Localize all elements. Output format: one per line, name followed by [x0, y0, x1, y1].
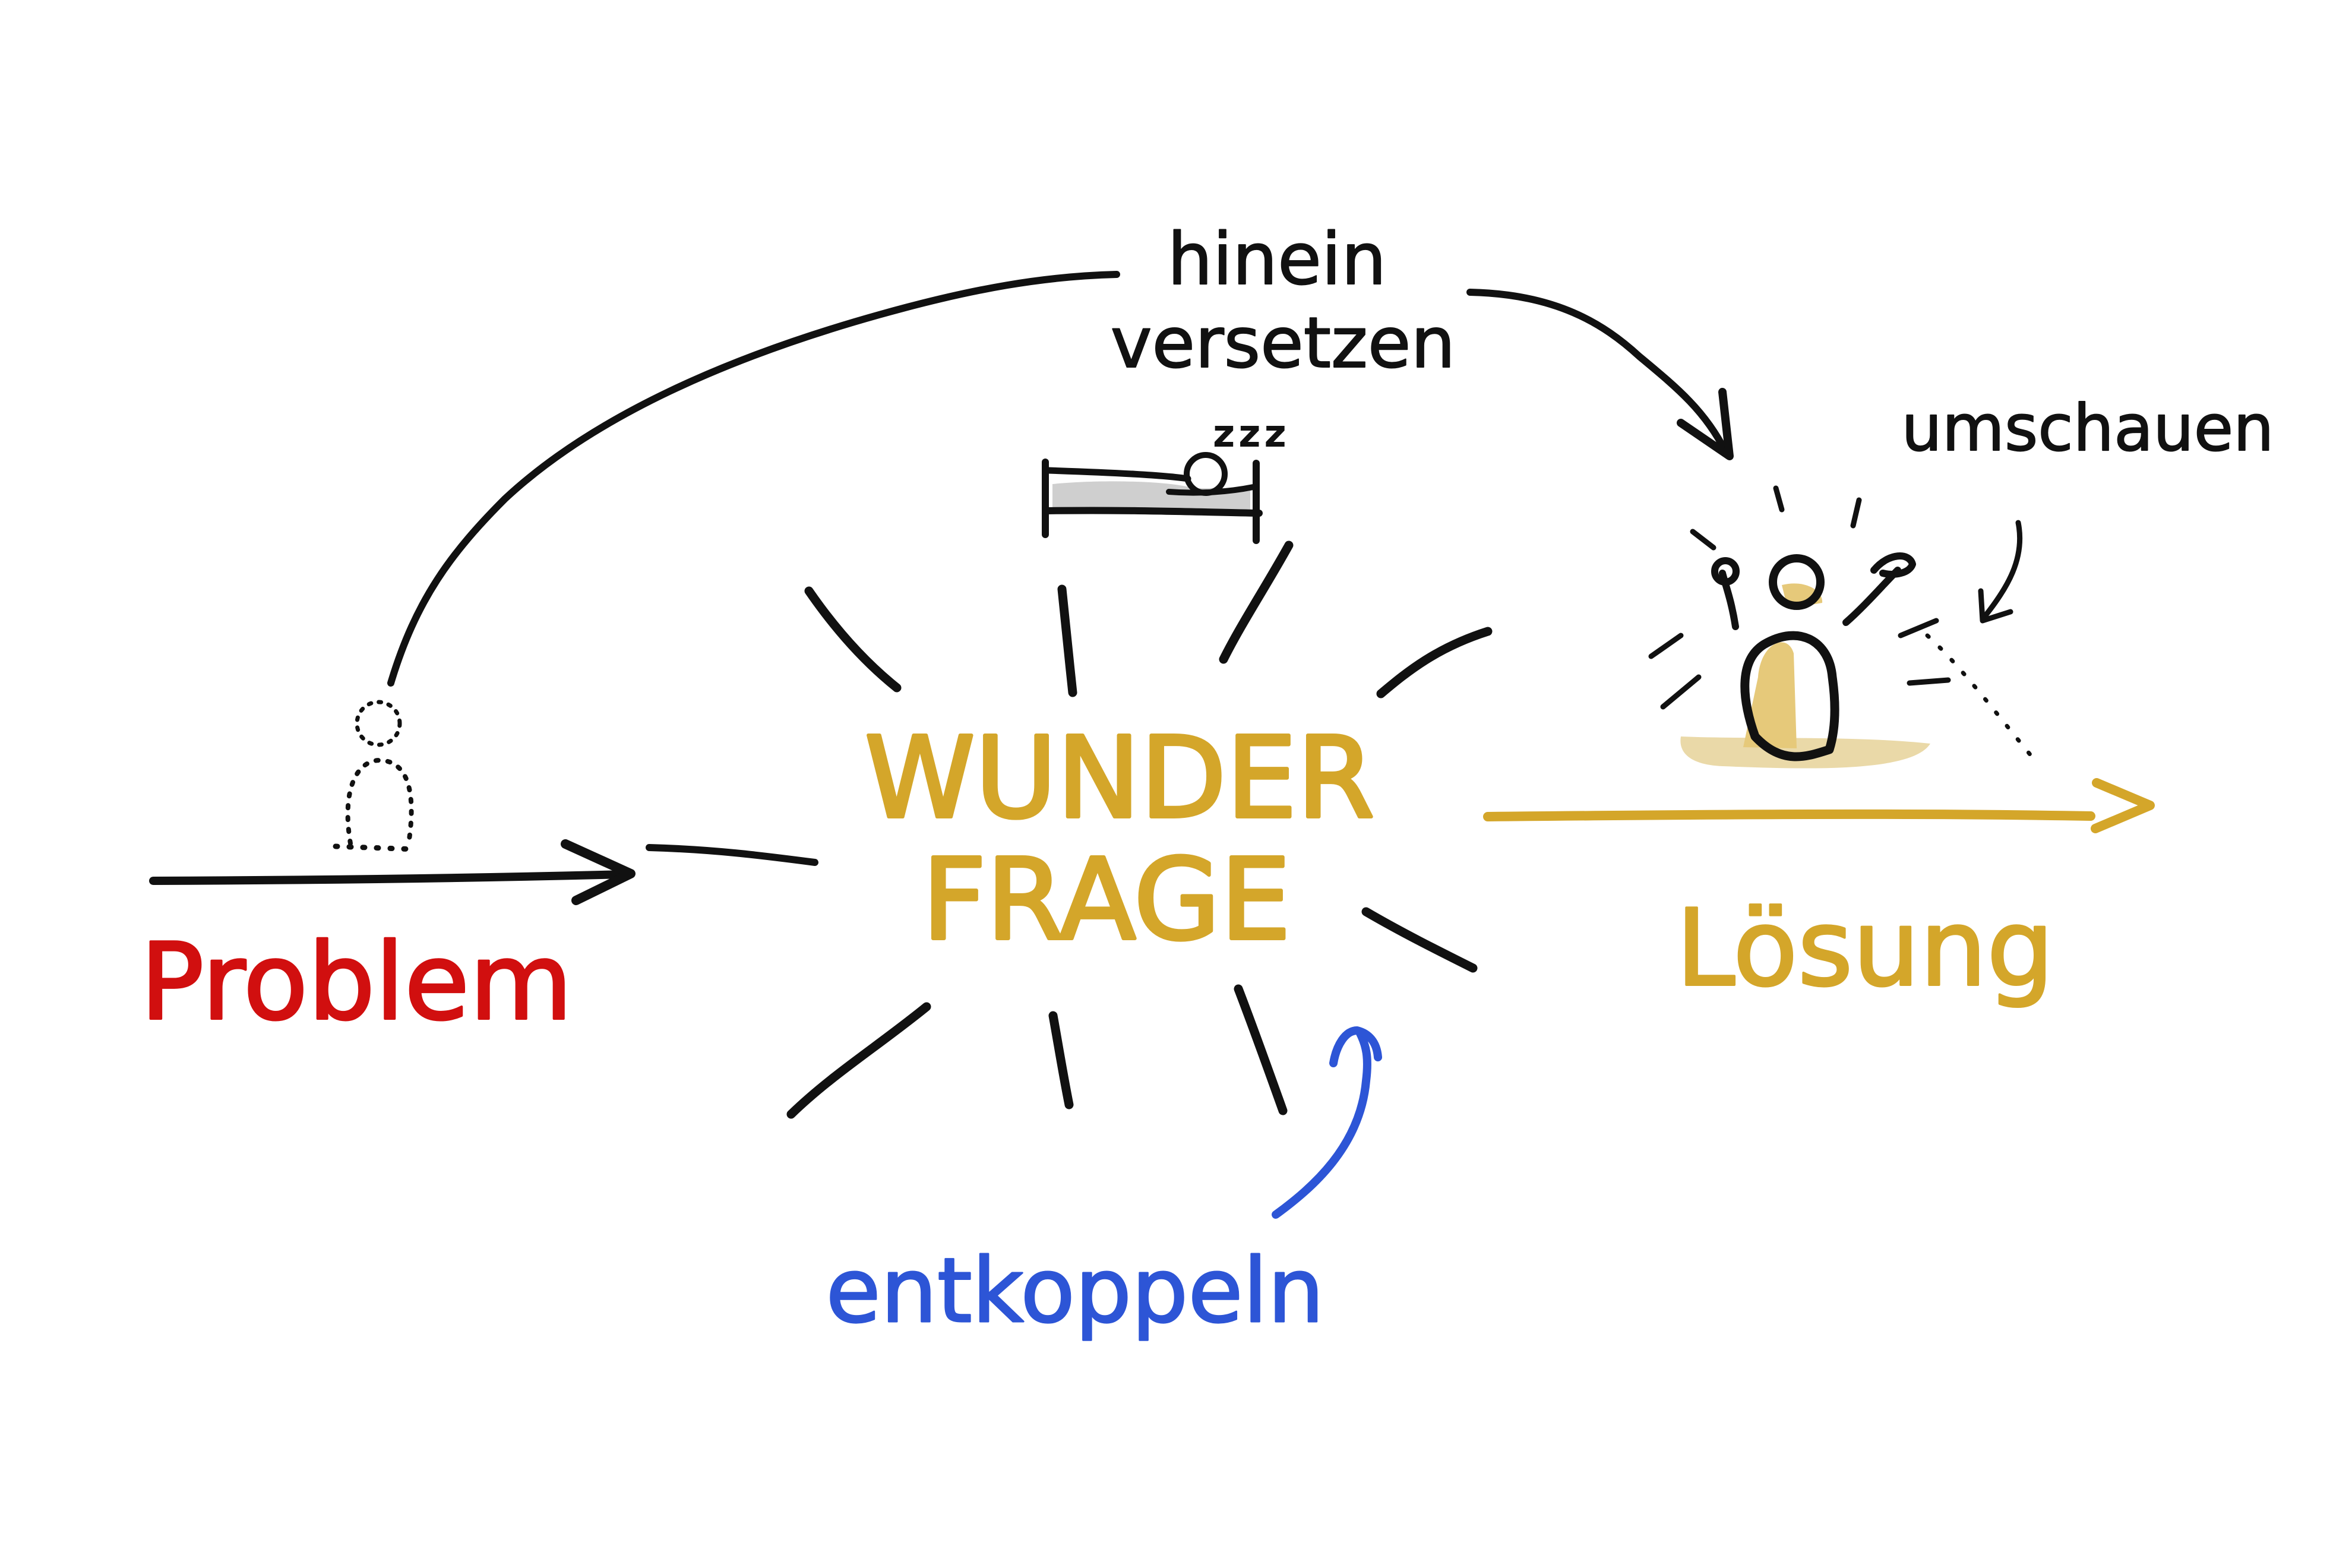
hinein-versetzen-arrow: [387, 271, 1734, 687]
umschauen-label: umschauen: [1901, 391, 2274, 466]
hinein-label: hinein: [1168, 219, 1387, 301]
loesung-label: Lösung: [1676, 887, 2054, 1010]
problem-label: Problem: [140, 921, 573, 1044]
hinein-versetzen-label: hinein versetzen: [1110, 218, 1456, 384]
umschauen-arrow: [1978, 520, 2023, 624]
sleeping-bed-icon: zzz: [1042, 412, 1290, 544]
miracle-burst-rays: [786, 540, 1493, 1119]
frage-label: FRAGE: [922, 835, 1291, 965]
problem-timeline-arrow: [149, 839, 818, 905]
wunderfrage-title: WUNDER FRAGE: [863, 712, 1376, 967]
sleep-zzz-label: zzz: [1213, 412, 1290, 456]
versetzen-label: versetzen: [1111, 302, 1456, 384]
entkoppeln-arrow: [1272, 1026, 1382, 1219]
dotted-person-figure: [333, 700, 419, 852]
happy-person-figure: [1648, 485, 2040, 769]
entkoppeln-label: entkoppeln: [826, 1240, 1324, 1343]
solution-timeline-arrow: [1483, 778, 2155, 833]
wunder-label: WUNDER: [865, 713, 1374, 843]
